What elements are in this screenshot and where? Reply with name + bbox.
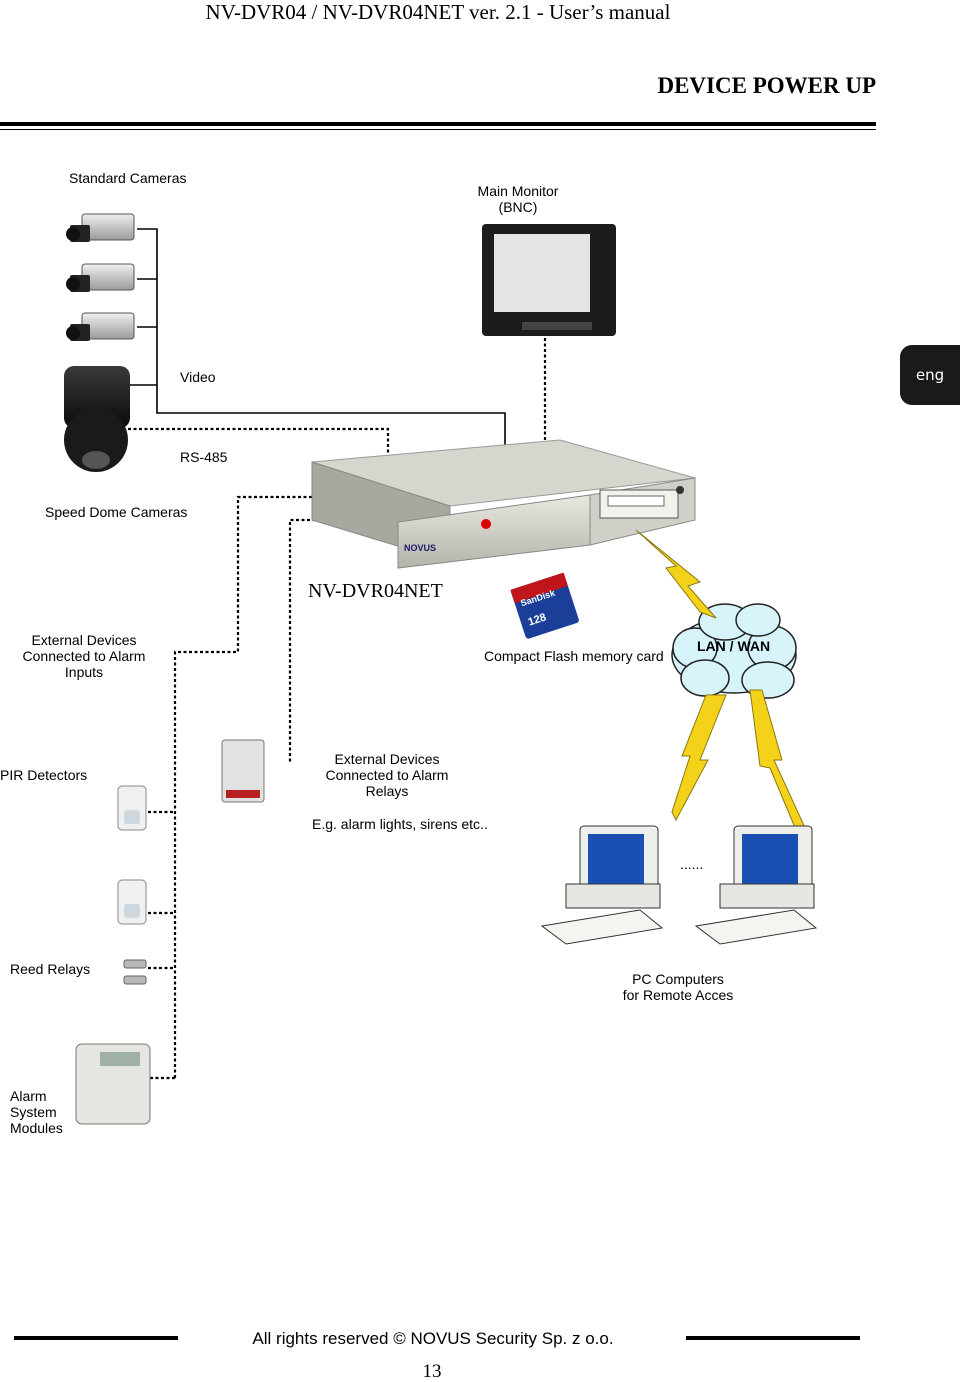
label-alarm-inputs-line2: Connected to Alarm [22,648,146,664]
label-alarm-relays-line1: External Devices [334,751,440,767]
reed-relays [123,959,147,985]
page-number: 13 [422,1361,442,1382]
label-speed-dome-cameras: Speed Dome Cameras [45,504,188,520]
label-dvr-name: NV-DVR04NET [308,580,443,602]
dvr-unit [311,439,696,569]
alarm-module [75,1043,151,1125]
standard-camera-3 [66,312,135,341]
pir-detector-2 [117,879,147,925]
footer-rule-right [686,1336,860,1340]
label-reed-relays: Reed Relays [10,961,91,977]
label-pc-computers-line1: PC Computers [632,971,724,987]
label-alarm-relays-line3: Relays [365,783,409,799]
standard-camera-2 [66,263,135,292]
label-relay-example: E.g. alarm lights, sirens etc.. [312,816,488,832]
label-main-monitor-line1: Main Monitor [477,183,559,199]
main-monitor [482,224,616,336]
label-main-monitor: Main Monitor (BNC) [470,183,566,215]
pc-computer-2 [694,825,818,945]
label-alarm-relays: External Devices Connected to Alarm Rela… [316,751,458,799]
pc-computer-1 [540,825,664,945]
manual-title: NV-DVR04 / NV-DVR04NET ver. 2.1 - User’s… [205,0,671,24]
lan-wan-cloud [671,603,797,699]
label-pc-computers: PC Computers for Remote Acces [608,971,748,1003]
label-alarm-modules-line1: Alarm [10,1088,47,1104]
label-main-monitor-line2: (BNC) [498,199,538,215]
label-video: Video [180,369,216,385]
label-pc-computers-line2: for Remote Acces [622,987,734,1003]
rs485-wire [128,427,390,475]
label-ellipsis: ...... [680,856,704,872]
alarm-input-wire [173,495,320,1078]
lightning-bolts [635,529,807,831]
label-alarm-inputs-line1: External Devices [31,632,137,648]
bolt-cloud-pc1 [671,694,727,822]
label-standard-cameras: Standard Cameras [69,170,187,186]
alarm-relay-wire [288,518,398,762]
siren [221,739,265,803]
label-pir-detectors: PIR Detectors [0,767,88,783]
label-alarm-relays-line2: Connected to Alarm [325,767,449,783]
speed-dome-camera [64,366,130,472]
label-alarm-inputs: External Devices Connected to Alarm Inpu… [14,632,154,680]
footer-rule-left [14,1336,178,1340]
pir-detector-1 [117,785,147,831]
standard-camera-1 [66,213,135,242]
label-alarm-inputs-line3: Inputs [64,664,104,680]
bolt-dvr-cloud [635,529,717,619]
video-wire [137,228,506,450]
dvr-brand: NOVUS [404,543,437,553]
label-lan-wan: LAN / WAN [697,638,771,654]
section-title: DEVICE POWER UP [657,73,876,98]
label-compact-flash: Compact Flash memory card [484,648,664,664]
label-alarm-modules-line3: Modules [10,1120,63,1136]
footer-copyright: All rights reserved © NOVUS Security Sp.… [252,1329,614,1348]
cf-card [510,572,579,639]
label-alarm-modules: Alarm System Modules [10,1088,63,1136]
header-rule-thin [0,129,876,130]
bolt-cloud-pc2 [749,689,807,831]
header-rule-thick [0,122,876,126]
label-rs485: RS-485 [180,449,228,465]
label-alarm-modules-line2: System [10,1104,57,1120]
wires [128,228,506,450]
language-tab[interactable]: eng [900,345,960,405]
